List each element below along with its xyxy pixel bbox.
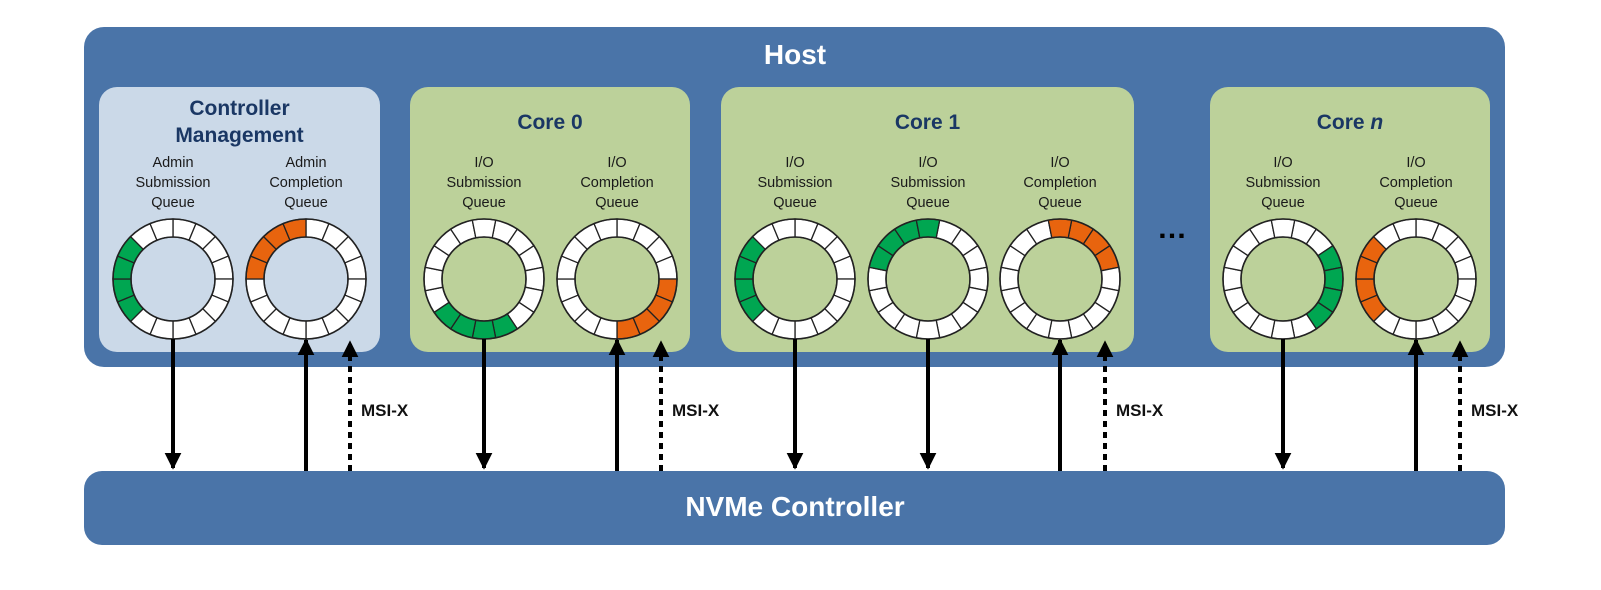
queue-label: Completion — [1379, 175, 1452, 191]
queue-ring — [734, 218, 856, 340]
queue-label: Queue — [284, 195, 328, 211]
queue-label: Queue — [151, 195, 195, 211]
queue-ring — [1222, 218, 1344, 340]
ellipsis-more-cores: … — [1157, 212, 1187, 245]
queue-slot-empty — [471, 218, 497, 239]
controller-management-title-line: Controller — [189, 97, 289, 120]
queue-ring — [112, 218, 234, 340]
core-0-box — [410, 87, 690, 352]
queue-label: Completion — [1023, 175, 1096, 191]
ring-inner-outline — [1240, 236, 1326, 322]
queue-label: Queue — [462, 195, 506, 211]
queue-ring — [556, 218, 678, 340]
nvme-controller-title: NVMe Controller — [685, 491, 904, 522]
msix-label: MSI-X — [361, 401, 409, 420]
ring-inner-outline — [1373, 236, 1459, 322]
ring-inner-outline — [130, 236, 216, 322]
core-1-title: Core 1 — [895, 111, 961, 134]
queue-ring — [245, 218, 367, 340]
host-title: Host — [764, 39, 826, 70]
core-n-title: Core n — [1317, 111, 1384, 134]
ring-inner-outline — [752, 236, 838, 322]
core-n-box — [1210, 87, 1490, 352]
queue-label: Queue — [1394, 195, 1438, 211]
queue-label: I/O — [785, 155, 804, 171]
queue-label: Completion — [580, 175, 653, 191]
queue-label: I/O — [474, 155, 493, 171]
queue-label: Queue — [595, 195, 639, 211]
ring-inner-outline — [1017, 236, 1103, 322]
queue-label: I/O — [1406, 155, 1425, 171]
nvme-controller-box — [84, 471, 1505, 545]
controller-management-box — [99, 87, 380, 352]
ring-inner-outline — [885, 236, 971, 322]
queue-ring — [867, 218, 989, 340]
queue-label: Queue — [773, 195, 817, 211]
queue-label: I/O — [1273, 155, 1292, 171]
ring-inner-outline — [263, 236, 349, 322]
queue-label: Submission — [447, 175, 522, 191]
ring-inner-outline — [574, 236, 660, 322]
queue-label: Completion — [269, 175, 342, 191]
queue-label: Admin — [152, 155, 193, 171]
queue-label: Submission — [891, 175, 966, 191]
queue-label: I/O — [1050, 155, 1069, 171]
queue-slot-filled — [1047, 218, 1073, 239]
queue-ring — [1355, 218, 1477, 340]
queue-label: Submission — [136, 175, 211, 191]
msix-label: MSI-X — [1471, 401, 1519, 420]
queue-label: Queue — [1038, 195, 1082, 211]
queue-label: Queue — [1261, 195, 1305, 211]
queue-label: Admin — [285, 155, 326, 171]
queue-label: Submission — [1246, 175, 1321, 191]
msix-label: MSI-X — [672, 401, 720, 420]
queue-label: Queue — [906, 195, 950, 211]
queue-label: I/O — [918, 155, 937, 171]
queue-label: Submission — [758, 175, 833, 191]
controller-management-title-line: Management — [175, 124, 303, 147]
ring-inner-outline — [441, 236, 527, 322]
msix-label: MSI-X — [1116, 401, 1164, 420]
queue-slot-filled — [915, 218, 941, 239]
group-controller-management: ControllerManagementAdminSubmissionQueue… — [99, 87, 380, 352]
queue-label: I/O — [607, 155, 626, 171]
queue-slot-empty — [1270, 218, 1296, 239]
core-0-title: Core 0 — [517, 111, 582, 134]
